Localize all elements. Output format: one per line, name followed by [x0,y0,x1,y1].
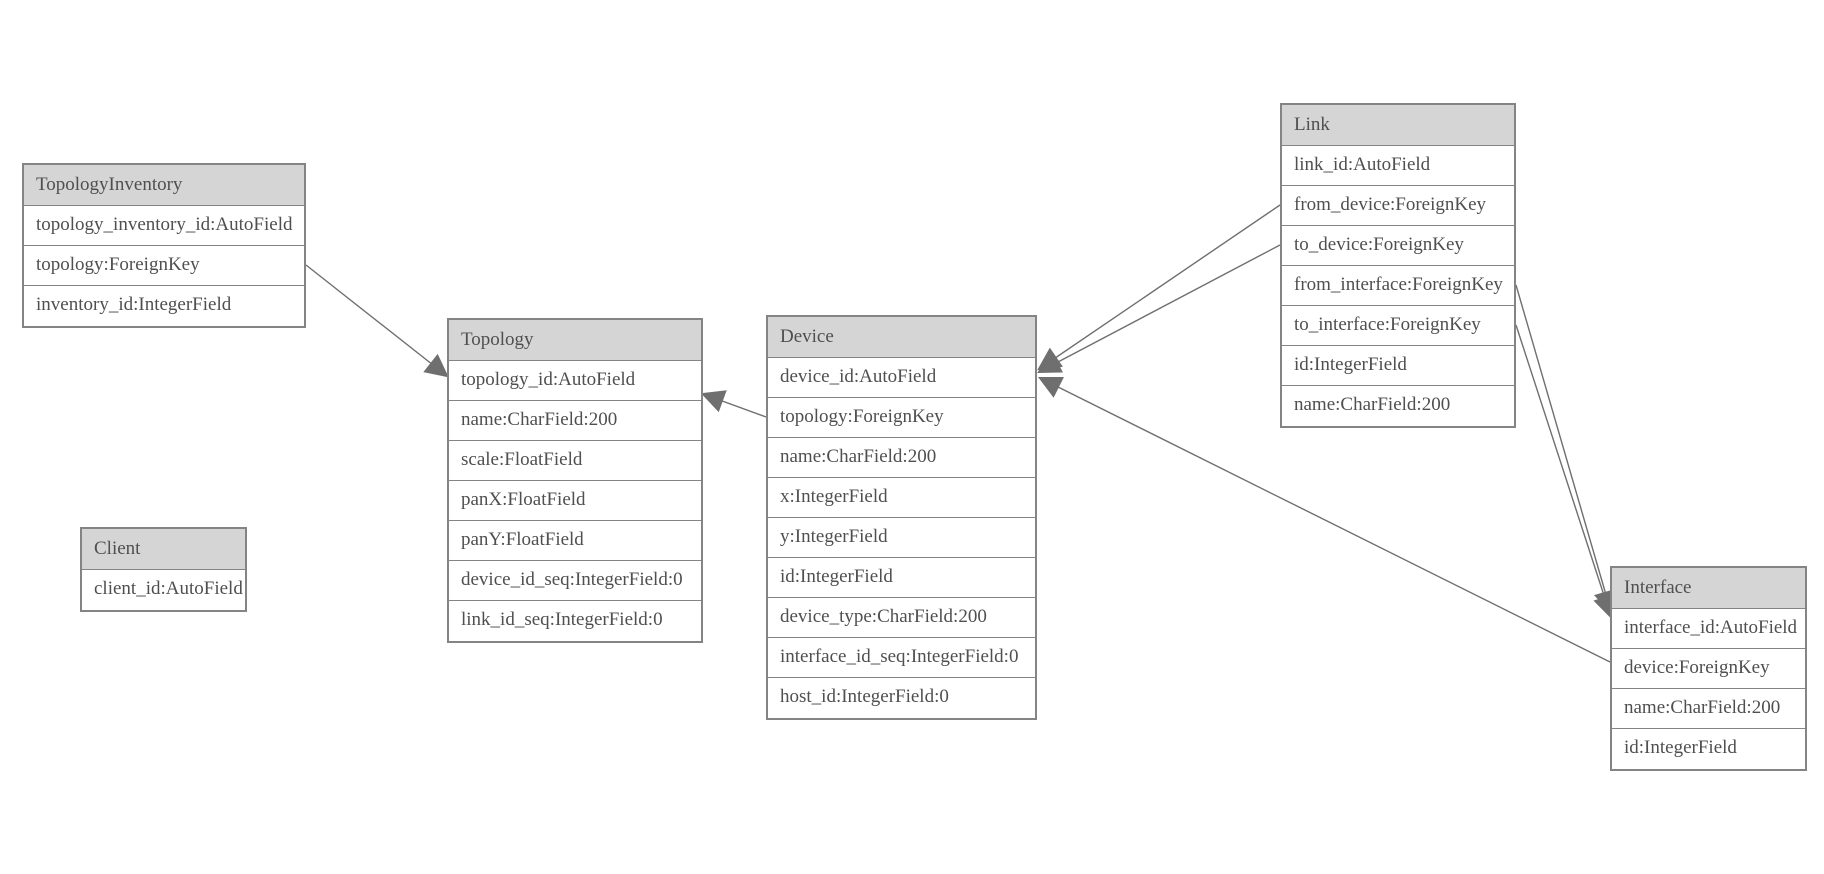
field-y: y:IntegerField [768,518,1035,558]
field-from-device: from_device:ForeignKey [1282,186,1514,226]
table-interface-title: Interface [1612,568,1805,609]
field-name: name:CharField:200 [449,401,701,441]
table-topology: Topology topology_id:AutoField name:Char… [447,318,703,643]
field-interface-id: interface_id:AutoField [1612,609,1805,649]
relationship-edge [1515,284,1617,615]
field-device-id: device_id:AutoField [768,358,1035,398]
field-to-device: to_device:ForeignKey [1282,226,1514,266]
field-link-id: link_id:AutoField [1282,146,1514,186]
field-name: name:CharField:200 [1282,386,1514,426]
table-topologyinventory: TopologyInventory topology_inventory_id:… [22,163,306,328]
relationship-edge [1515,324,1616,620]
relationship-edge [305,264,449,378]
field-id: id:IntegerField [768,558,1035,598]
table-topology-title: Topology [449,320,701,361]
field-client-id: client_id:AutoField [82,570,245,610]
table-client-title: Client [82,529,245,570]
field-topology-fk: topology:ForeignKey [768,398,1035,438]
relationship-edge [1037,204,1281,371]
field-panx: panX:FloatField [449,481,701,521]
table-device: Device device_id:AutoField topology:Fore… [766,315,1037,720]
field-inventory-id: inventory_id:IntegerField [24,286,304,326]
field-id: id:IntegerField [1282,346,1514,386]
field-to-interface: to_interface:ForeignKey [1282,306,1514,346]
field-device-id-seq: device_id_seq:IntegerField:0 [449,561,701,601]
field-device-fk: device:ForeignKey [1612,649,1805,689]
field-interface-id-seq: interface_id_seq:IntegerField:0 [768,638,1035,678]
table-link: Link link_id:AutoField from_device:Forei… [1280,103,1516,428]
field-topology-id: topology_id:AutoField [449,361,701,401]
field-link-id-seq: link_id_seq:IntegerField:0 [449,601,701,641]
table-topologyinventory-title: TopologyInventory [24,165,304,206]
field-pany: panY:FloatField [449,521,701,561]
field-topology-fk: topology:ForeignKey [24,246,304,286]
field-from-interface: from_interface:ForeignKey [1282,266,1514,306]
field-scale: scale:FloatField [449,441,701,481]
field-x: x:IntegerField [768,478,1035,518]
table-interface: Interface interface_id:AutoField device:… [1610,566,1807,771]
relationship-edge [700,390,767,418]
field-host-id: host_id:IntegerField:0 [768,678,1035,718]
field-device-type: device_type:CharField:200 [768,598,1035,638]
field-topology-inventory-id: topology_inventory_id:AutoField [24,206,304,246]
table-device-title: Device [768,317,1035,358]
table-client: Client client_id:AutoField [80,527,247,612]
table-link-title: Link [1282,105,1514,146]
field-name: name:CharField:200 [768,438,1035,478]
field-id: id:IntegerField [1612,729,1805,769]
field-name: name:CharField:200 [1612,689,1805,729]
relationship-edge [1037,244,1281,374]
